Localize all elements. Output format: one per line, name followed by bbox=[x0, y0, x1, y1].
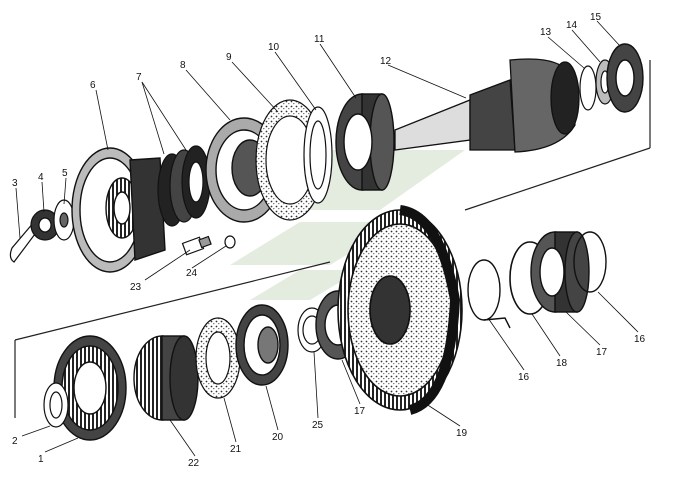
roller-bearing-part bbox=[335, 93, 395, 191]
end-bearing-part bbox=[606, 43, 644, 113]
callout-label: 5 bbox=[62, 168, 68, 179]
lock-washer-part bbox=[224, 235, 236, 249]
flange-part bbox=[71, 147, 166, 273]
callout-label: 6 bbox=[90, 80, 96, 91]
callout-label: 21 bbox=[230, 444, 242, 455]
washer-part bbox=[53, 199, 75, 241]
callout-label: 17 bbox=[596, 347, 608, 358]
small-gear-part bbox=[133, 335, 199, 421]
callout-label: 3 bbox=[12, 178, 18, 189]
snap-ring-part bbox=[43, 382, 69, 428]
bolt-part bbox=[181, 235, 212, 256]
callout-label: 22 bbox=[188, 458, 200, 469]
circlip-part bbox=[467, 259, 511, 329]
callout-label: 16 bbox=[634, 334, 646, 345]
callout-label: 24 bbox=[186, 268, 198, 279]
callout-label: 11 bbox=[314, 34, 325, 45]
callout-label: 15 bbox=[590, 12, 602, 23]
needle-bearing-part bbox=[235, 304, 289, 386]
callout-label: 18 bbox=[556, 358, 568, 369]
callout-label: 7 bbox=[136, 72, 142, 83]
callout-label: 20 bbox=[272, 432, 284, 443]
lower-axis-line bbox=[14, 261, 331, 418]
shaft-part bbox=[394, 58, 580, 153]
callout-label: 25 bbox=[312, 420, 324, 431]
callout-label: 17 bbox=[354, 406, 366, 417]
callout-label: 1 bbox=[38, 454, 44, 465]
callout-label: 9 bbox=[226, 52, 232, 63]
leader-lines bbox=[15, 20, 639, 457]
callout-label: 23 bbox=[130, 282, 142, 293]
callout-label: 12 bbox=[380, 56, 392, 67]
shim-part bbox=[303, 106, 333, 204]
retaining-ring-part bbox=[579, 65, 597, 111]
thrust-ring-part bbox=[195, 317, 241, 399]
callout-label: 8 bbox=[180, 60, 186, 71]
callout-label: 2 bbox=[12, 436, 18, 447]
callout-label: 10 bbox=[268, 42, 280, 53]
castle-nut-part bbox=[30, 209, 60, 241]
callout-label: 13 bbox=[540, 27, 552, 38]
callout-label: 4 bbox=[38, 172, 44, 183]
large-gear-part bbox=[337, 205, 463, 415]
coupling-sleeve-part bbox=[53, 335, 127, 441]
seal-rings-part bbox=[157, 145, 211, 227]
callout-label: 14 bbox=[566, 20, 578, 31]
callout-label: 16 bbox=[518, 372, 530, 383]
outer-bearing-part bbox=[530, 231, 590, 313]
end-circlip-part bbox=[573, 231, 607, 293]
callout-label: 19 bbox=[456, 428, 468, 439]
callout-labels: 3 4 5 6 7 8 9 10 11 12 13 14 15 23 24 2 … bbox=[12, 12, 646, 469]
